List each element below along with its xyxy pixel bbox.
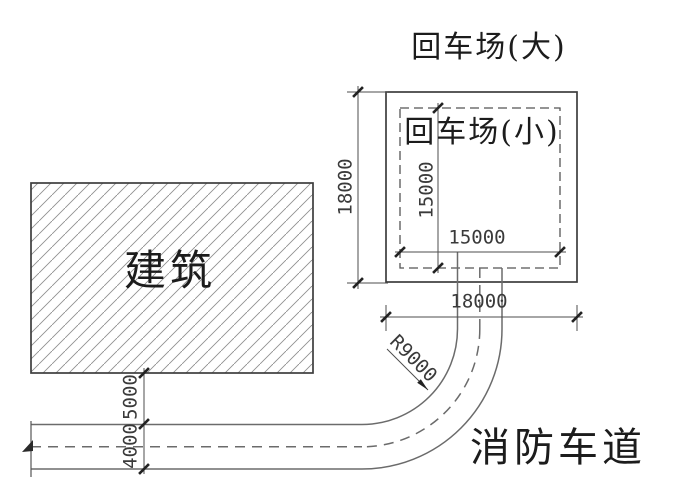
fire-lane-vertical-section xyxy=(456,252,503,329)
label-turnaround-small: 回车场(小) xyxy=(404,115,560,150)
dim-text-inner-width: 15000 xyxy=(448,226,506,249)
dim-radius-r9000 xyxy=(386,348,429,391)
label-building: 建筑 xyxy=(123,246,217,295)
dim-horizontal-15000 xyxy=(394,246,566,258)
fire-lane-curve xyxy=(361,328,503,470)
curve-centerline xyxy=(361,328,481,448)
label-fire-lane: 消防车道 xyxy=(470,425,646,471)
dim-horizontal-18000 xyxy=(380,305,583,331)
dim-text-inner-height: 15000 xyxy=(415,161,438,219)
turnaround-large-square xyxy=(385,91,578,283)
fire-lane-horizontal-section xyxy=(30,421,362,477)
dim-text-lane-width: 4000 xyxy=(119,423,142,469)
centerline-break-mark xyxy=(22,440,33,452)
radius-arrowhead xyxy=(417,379,428,390)
dim-text-outer-height: 18000 xyxy=(334,158,357,216)
dim-vertical-5000-4000 xyxy=(138,367,150,475)
curve-outer-edge xyxy=(361,328,503,470)
dim-text-building-gap: 5000 xyxy=(119,374,142,420)
dim-text-outer-width: 18000 xyxy=(450,290,508,313)
label-turnaround-large: 回车场(大) xyxy=(411,30,567,65)
curve-inner-edge xyxy=(361,328,459,426)
building-outline xyxy=(30,182,314,374)
dim-vertical-15000 xyxy=(432,102,444,274)
dim-vertical-18000 xyxy=(347,86,388,289)
